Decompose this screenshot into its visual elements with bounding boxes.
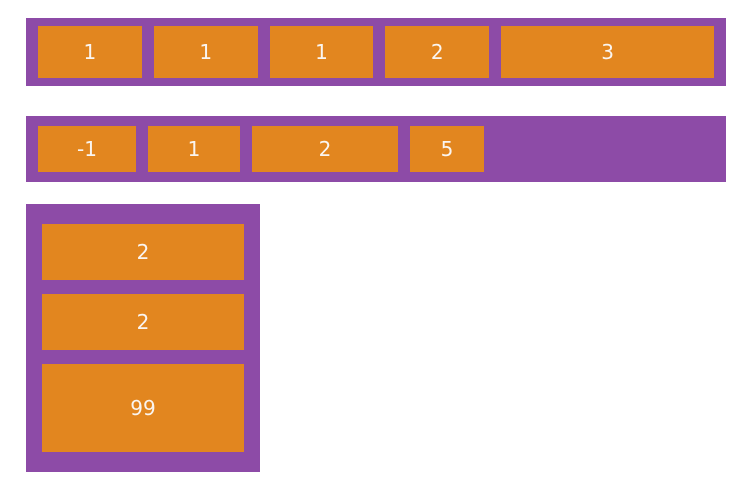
flex-item[interactable]: 2 xyxy=(42,294,244,350)
flex-item[interactable]: -1 xyxy=(38,126,136,172)
flex-item[interactable]: 3 xyxy=(501,26,714,78)
flex-item[interactable]: 1 xyxy=(38,26,142,78)
flex-container-column-grow: 2 2 99 xyxy=(26,204,260,472)
flex-item[interactable]: 2 xyxy=(252,126,398,172)
flex-item[interactable]: 1 xyxy=(153,26,258,78)
flex-item[interactable]: 1 xyxy=(269,26,374,78)
flex-container-row-basis: -1 1 2 5 xyxy=(26,116,726,182)
flex-item[interactable]: 5 xyxy=(410,126,484,172)
flex-item[interactable]: 2 xyxy=(385,26,490,78)
flex-item[interactable]: 99 xyxy=(42,364,244,452)
flex-item[interactable]: 1 xyxy=(148,126,240,172)
flex-item[interactable]: 2 xyxy=(42,224,244,280)
flex-container-row-grow: 1 1 1 2 3 xyxy=(26,18,726,86)
